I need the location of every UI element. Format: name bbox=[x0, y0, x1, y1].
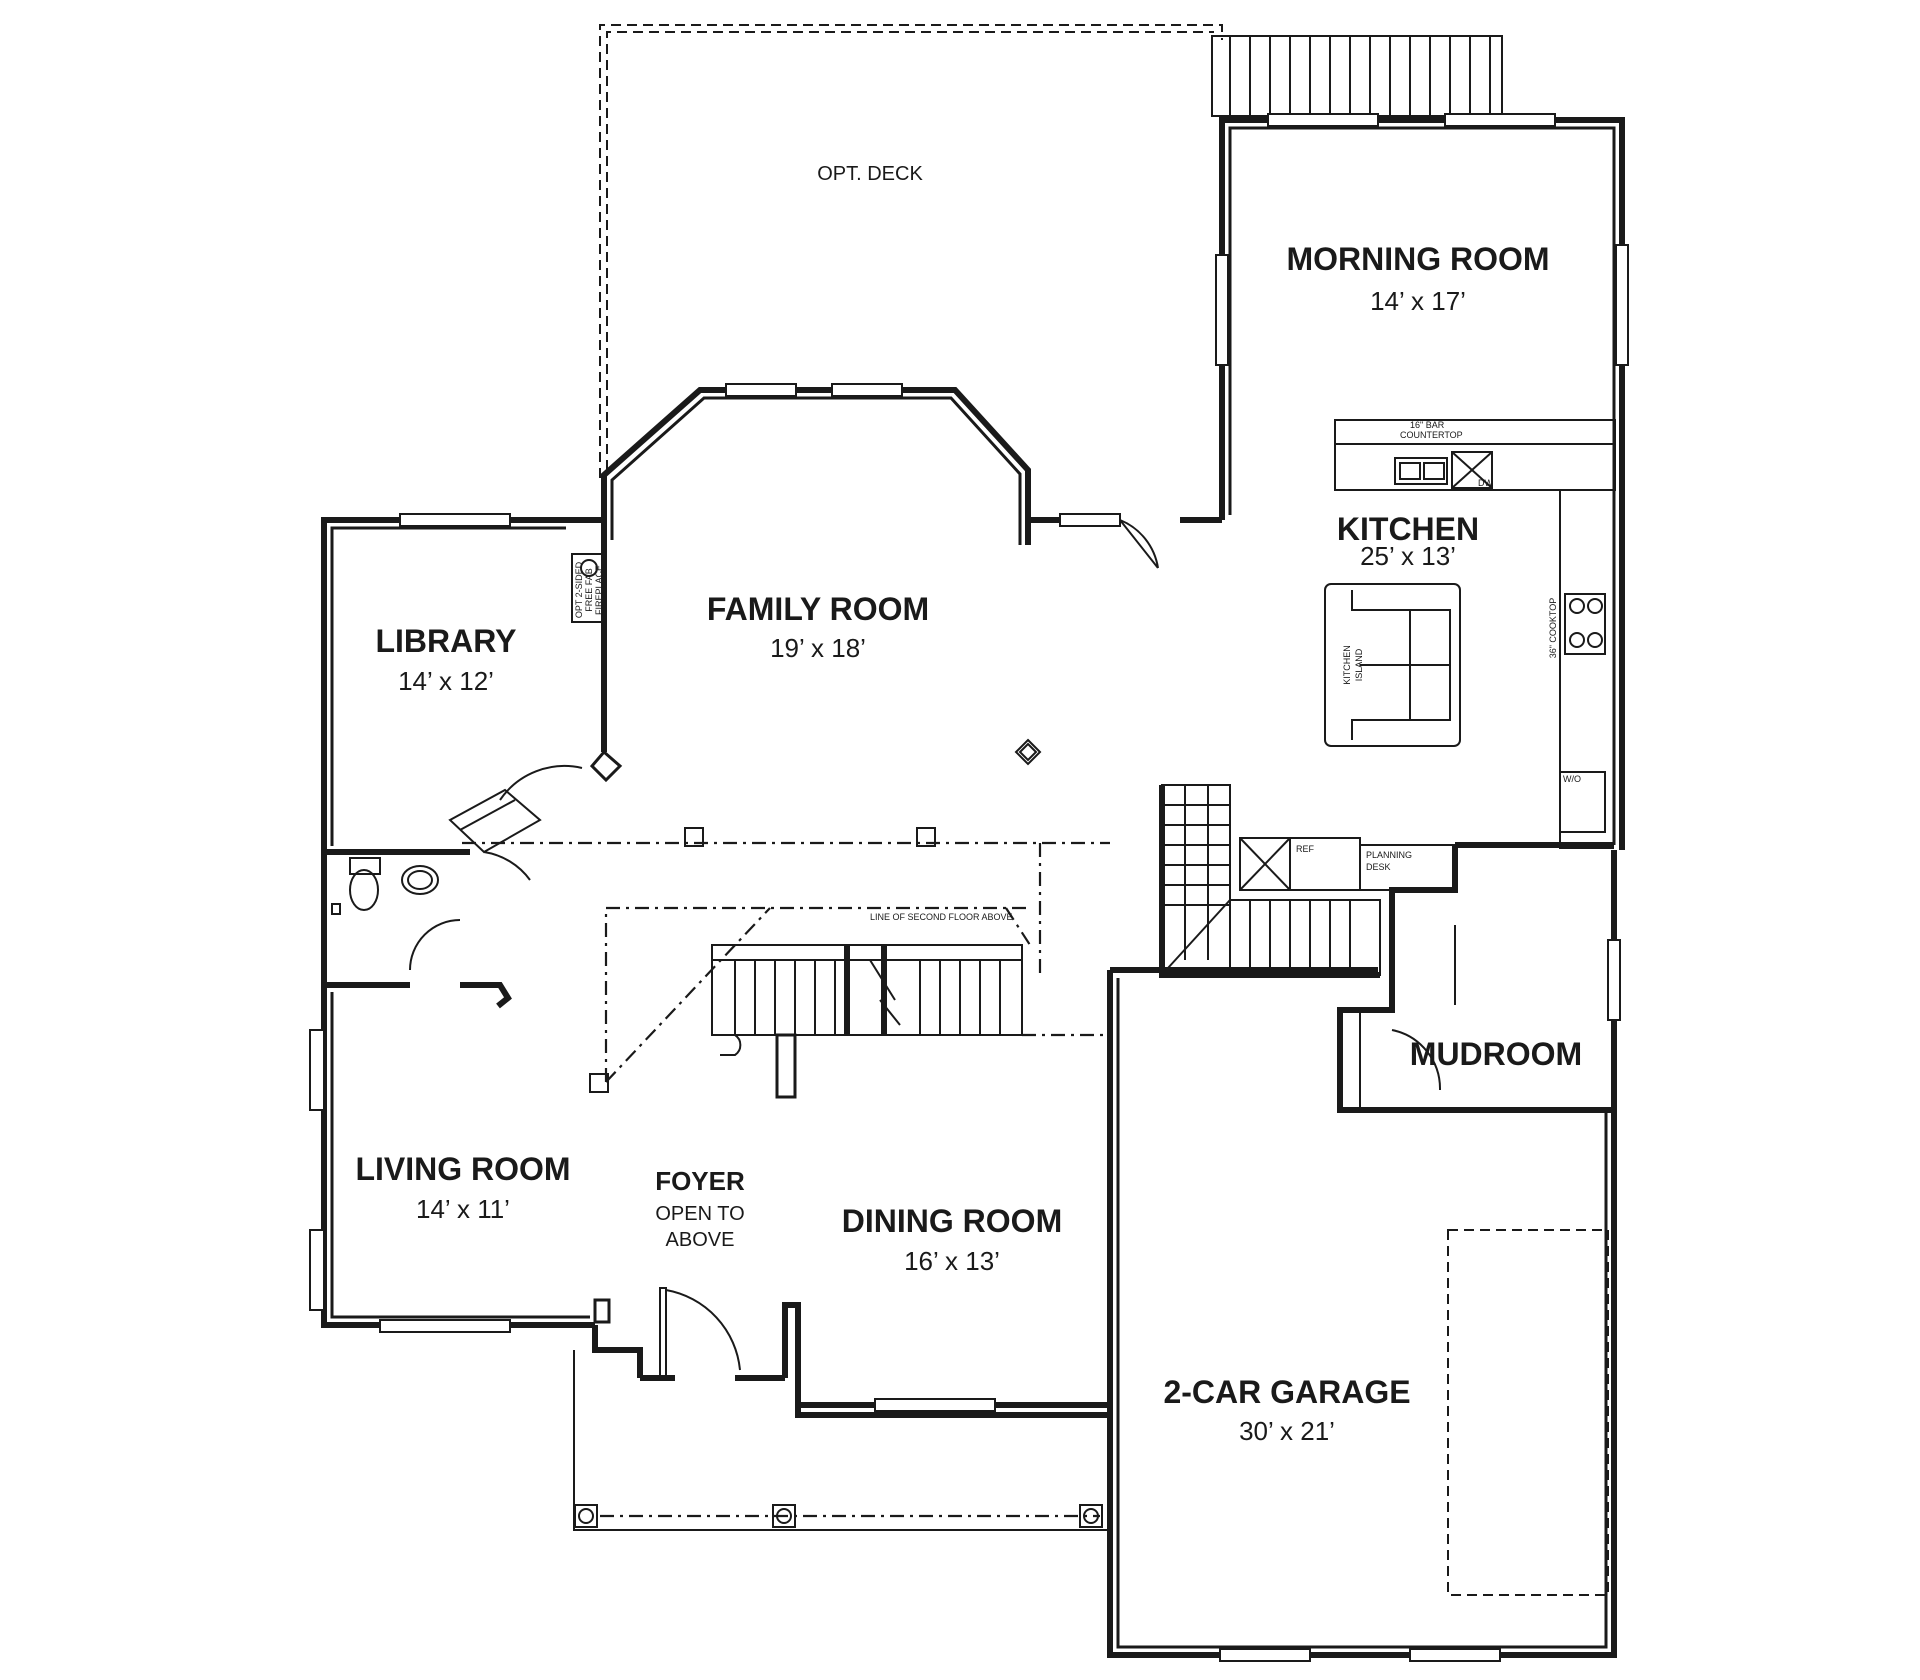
svg-text:FREE FAB: FREE FAB bbox=[584, 568, 594, 612]
family-room-walls bbox=[571, 383, 1222, 783]
optional-deck bbox=[599, 24, 1503, 478]
svg-text:PLANNING: PLANNING bbox=[1366, 850, 1412, 860]
mudroom-label: MUDROOM bbox=[1410, 1036, 1582, 1072]
family-room-label: FAMILY ROOM bbox=[707, 591, 929, 627]
dining-room-walls bbox=[798, 1398, 1110, 1412]
back-stairs bbox=[1159, 784, 1381, 978]
svg-text:DW: DW bbox=[1478, 478, 1493, 488]
morning-room-label: MORNING ROOM bbox=[1286, 241, 1549, 277]
svg-text:OPT 2-SIDED: OPT 2-SIDED bbox=[574, 561, 584, 618]
garage-walls bbox=[1107, 967, 1617, 1662]
dining-room-label: DINING ROOM bbox=[842, 1203, 1062, 1239]
dining-room-dim: 16’ x 13’ bbox=[904, 1246, 1000, 1276]
living-room-dim: 14’ x 11’ bbox=[416, 1194, 510, 1224]
svg-text:KITCHEN: KITCHEN bbox=[1342, 645, 1352, 685]
refrigerator: REF bbox=[1239, 837, 1361, 891]
kitchen-annotations: 16" BAR COUNTERTOP DW 36" COOKTOP KITCHE… bbox=[1342, 420, 1581, 784]
mudroom-walls bbox=[1337, 845, 1621, 1113]
svg-text:COUNTERTOP: COUNTERTOP bbox=[1400, 430, 1463, 440]
foyer-label: FOYER bbox=[655, 1166, 745, 1196]
svg-text:REF: REF bbox=[1296, 844, 1315, 854]
garage-label: 2-CAR GARAGE bbox=[1163, 1374, 1410, 1410]
kitchen-label: KITCHEN bbox=[1337, 511, 1479, 547]
second-floor-text: LINE OF SECOND FLOOR ABOVE bbox=[870, 912, 1013, 922]
svg-text:DESK: DESK bbox=[1366, 862, 1391, 872]
planning-desk: PLANNING DESK bbox=[1359, 844, 1456, 891]
fireplace-text: OPT 2-SIDED FREE FAB FIREPLACE bbox=[574, 561, 604, 618]
svg-text:36" COOKTOP: 36" COOKTOP bbox=[1548, 598, 1558, 659]
living-room-walls bbox=[309, 985, 595, 1333]
family-room-dim: 19’ x 18’ bbox=[770, 633, 866, 663]
svg-text:W/O: W/O bbox=[1563, 774, 1581, 784]
garage-dim: 30’ x 21’ bbox=[1239, 1416, 1335, 1446]
foyer-note-1: OPEN TO bbox=[655, 1203, 744, 1225]
svg-text:16" BAR: 16" BAR bbox=[1410, 420, 1445, 430]
library-label: LIBRARY bbox=[375, 623, 516, 659]
opt-deck-label: OPT. DECK bbox=[817, 163, 923, 185]
morning-room-dim: 14’ x 17’ bbox=[1370, 286, 1466, 316]
foyer-entry bbox=[573, 1287, 1111, 1531]
powder-room bbox=[321, 846, 512, 1009]
kitchen-dim: 25’ x 13’ bbox=[1360, 541, 1456, 571]
svg-text:FIREPLACE: FIREPLACE bbox=[594, 565, 604, 615]
library-walls bbox=[321, 513, 606, 881]
living-room-label: LIVING ROOM bbox=[355, 1151, 570, 1187]
library-dim: 14’ x 12’ bbox=[398, 666, 494, 696]
second-floor-line bbox=[462, 827, 1110, 1093]
morning-room-walls bbox=[1215, 113, 1629, 850]
main-stairs bbox=[711, 944, 1108, 1099]
svg-text:ISLAND: ISLAND bbox=[1354, 648, 1364, 681]
foyer-note-2: ABOVE bbox=[666, 1229, 735, 1251]
